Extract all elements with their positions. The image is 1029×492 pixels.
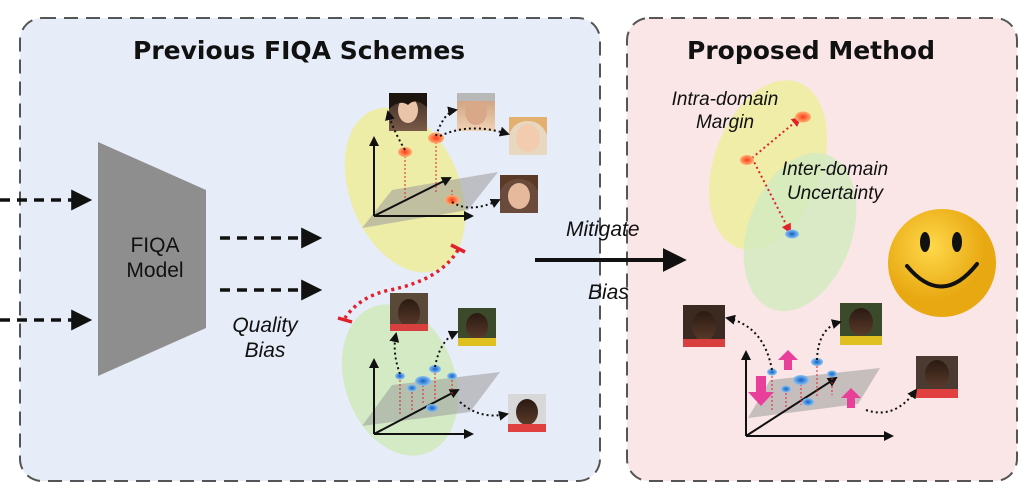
up-arrow (778, 350, 798, 370)
face-photo-9 (840, 303, 882, 345)
blue-point (447, 372, 457, 380)
axes-bottom-left (362, 358, 500, 439)
face-photo-2 (457, 93, 495, 131)
dotted-links-right (725, 314, 918, 414)
inter-domain-line1: Inter-domain (781, 159, 889, 180)
down-arrow (748, 376, 774, 406)
blue-point (781, 385, 791, 393)
inter-domain-label: Inter-domain Uncertainty (760, 158, 910, 206)
blue-point (407, 384, 417, 392)
quality-bias-line2: Bias (244, 339, 286, 362)
mitigate-label-line1: Mitigate (566, 218, 640, 241)
face-photo-6 (458, 308, 496, 346)
face-photo-7 (508, 394, 546, 432)
intra-domain-line1: Intra-domain (671, 89, 779, 110)
quality-bias-label: Quality Bias (210, 313, 320, 363)
axes-right (741, 350, 894, 441)
bias-correction-arrows (748, 350, 861, 408)
blue-point (793, 375, 809, 385)
face-photo-5 (390, 293, 428, 331)
smiley-icon (888, 209, 996, 317)
inter-uncertainty-line (751, 157, 791, 234)
face-photo-3 (509, 117, 547, 155)
quality-bias-line1: Quality (232, 314, 298, 337)
fiqa-model-shape (98, 142, 206, 376)
face-photo-8 (683, 305, 725, 347)
right-panel-title: Proposed Method (687, 36, 935, 65)
fiqa-model-line1: FIQA (130, 234, 180, 257)
intra-margin-line (751, 116, 802, 159)
face-photo-10 (916, 356, 958, 398)
mitigate-label-line2: Bias (588, 281, 629, 304)
orange-point (795, 111, 811, 123)
dotted-links-bottom (389, 330, 509, 421)
dotted-links-top (385, 106, 510, 209)
axes-top-left (362, 136, 498, 228)
orange-point (740, 155, 754, 165)
intra-domain-line2: Margin (695, 112, 755, 133)
fiqa-model-label: FIQA Model (108, 233, 202, 283)
left-panel-title: Previous FIQA Schemes (133, 36, 466, 65)
blue-point (415, 376, 431, 386)
face-photo-1 (389, 93, 427, 131)
fiqa-model-line2: Model (126, 259, 184, 282)
blue-point (767, 368, 777, 376)
inter-domain-line2: Uncertainty (786, 183, 884, 204)
face-photo-4 (500, 175, 538, 213)
blue-point (811, 358, 823, 366)
blue-point (802, 398, 814, 406)
blue-point (395, 372, 405, 380)
blue-point (785, 229, 799, 239)
orange-point (445, 195, 459, 205)
up-arrow (841, 388, 861, 408)
blue-point (429, 365, 441, 373)
blue-point (827, 370, 837, 378)
green-domain-right (743, 152, 857, 312)
left-panel (19, 17, 601, 482)
blue-point (426, 404, 438, 412)
intra-domain-label: Intra-domain Margin (650, 88, 800, 134)
orange-point (398, 147, 412, 157)
